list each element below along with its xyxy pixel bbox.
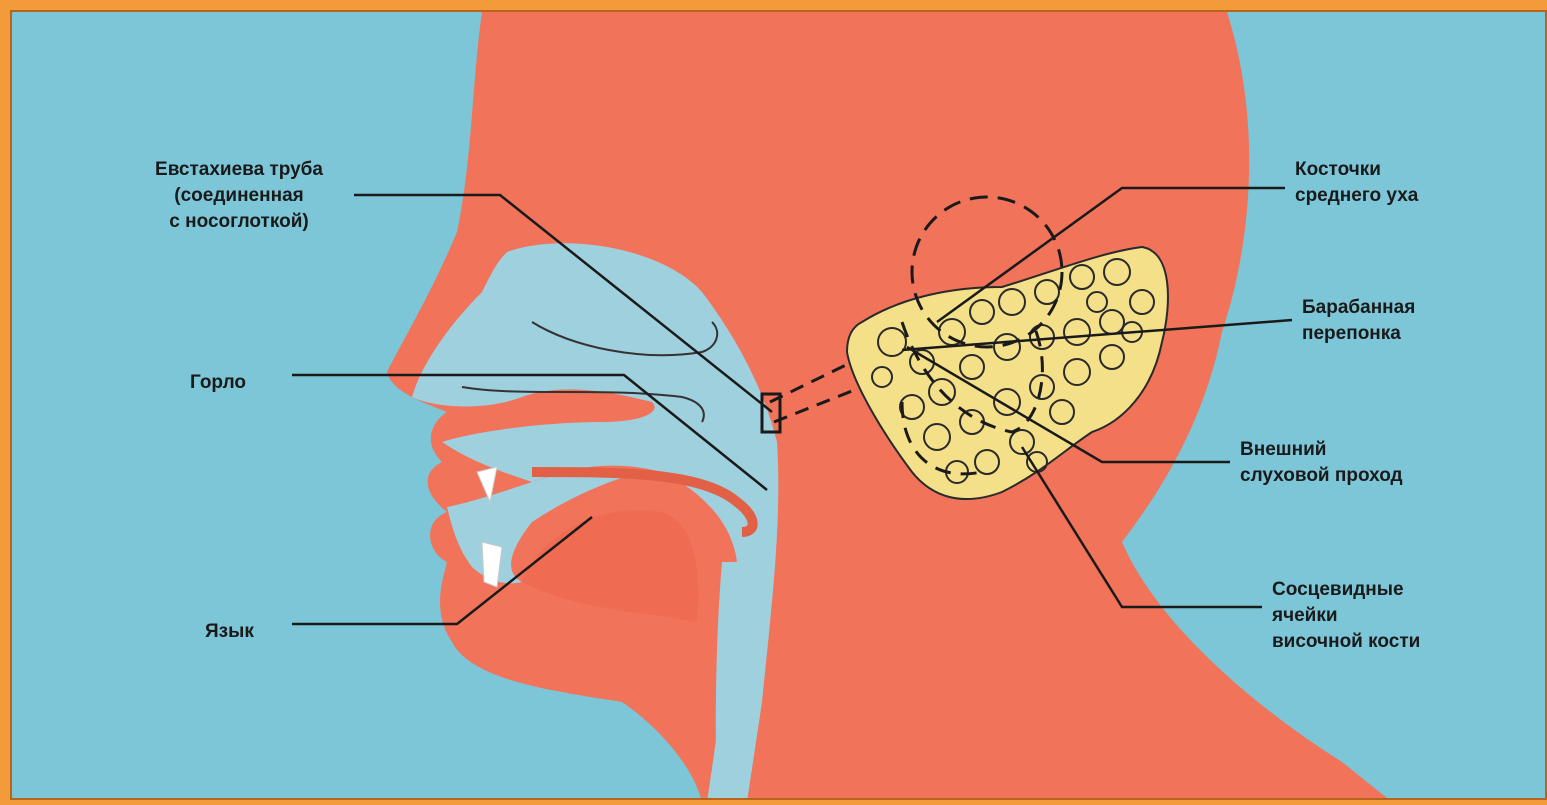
anatomy-illustration (12, 12, 1547, 800)
diagram-canvas: Евстахиева труба (соединенная с носоглот… (10, 10, 1547, 800)
label-middle-ear-bones: Косточки среднего уха (1295, 157, 1418, 209)
label-eustachian-tube: Евстахиева труба (соединенная с носоглот… (114, 157, 364, 235)
label-throat: Горло (190, 370, 246, 396)
label-tongue: Язык (205, 619, 254, 645)
label-mastoid-cells: Сосцевидные ячейки височной кости (1272, 577, 1420, 655)
label-external-canal: Внешний слуховой проход (1240, 437, 1403, 489)
label-eardrum: Барабанная перепонка (1302, 295, 1415, 347)
